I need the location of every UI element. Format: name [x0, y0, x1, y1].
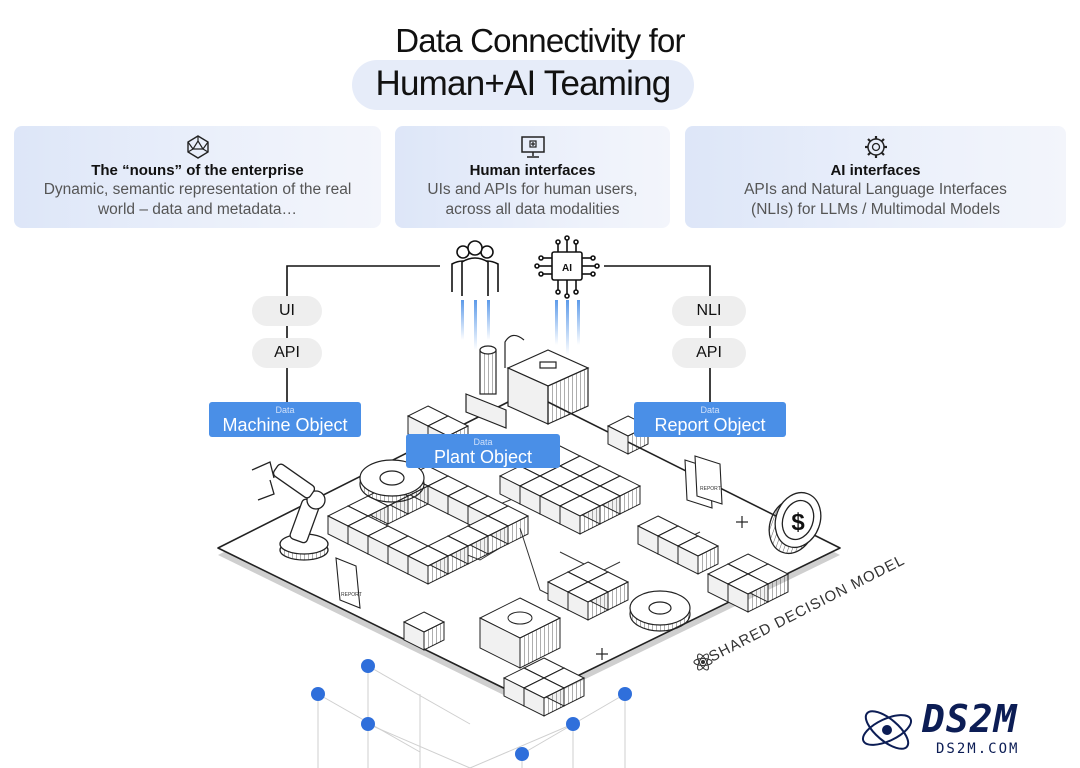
- ai-chip-icon: [534, 235, 600, 299]
- card-desc-line-1: Dynamic, semantic representation of the …: [43, 181, 352, 198]
- ai-brain-gear-icon: [864, 136, 887, 158]
- card-human-interfaces: Human interfaces UIs and APIs for human …: [395, 126, 670, 228]
- card-desc-line-1: UIs and APIs for human users,: [427, 181, 638, 198]
- api-pill-left: API: [252, 338, 322, 368]
- gear-icon: [359, 459, 425, 503]
- card-ai-interfaces: AI interfaces APIs and Natural Language …: [685, 126, 1066, 228]
- people-group-icon: [451, 240, 499, 296]
- card-desc-line-1: APIs and Natural Language Interfaces: [744, 181, 1007, 198]
- object-name: Report Object: [654, 415, 766, 435]
- card-desc-line-2: world – data and metadata…: [97, 201, 298, 218]
- card-title: AI interfaces: [830, 162, 921, 179]
- plus-marks: [596, 516, 748, 660]
- object-type-label: Data: [473, 437, 493, 447]
- signal-beams: [461, 300, 580, 355]
- monitor-icon: [520, 136, 545, 158]
- plant-object-label: Data Plant Object: [406, 434, 560, 468]
- object-type-label: Data: [275, 405, 295, 415]
- card-title: Human interfaces: [469, 162, 596, 179]
- grid-nodes: [311, 659, 632, 761]
- brand-url: DS2M.COM: [936, 741, 1020, 757]
- card-title: The “nouns” of the enterprise: [91, 162, 304, 179]
- card-nouns: The “nouns” of the enterprise Dynamic, s…: [14, 126, 381, 228]
- cylinder-block: [478, 597, 562, 669]
- gear-icon: [629, 590, 691, 632]
- title-highlight: [352, 60, 694, 110]
- ai-chip-label: AI: [562, 263, 572, 274]
- object-name: Plant Object: [433, 447, 533, 467]
- report-label: REPORT: [700, 486, 721, 492]
- title-line-2: Human+AI Teaming: [375, 64, 672, 103]
- brand-name: DS2M: [922, 697, 1018, 741]
- brand-logo-icon: [861, 710, 913, 750]
- currency-symbol: $: [791, 509, 805, 536]
- object-name: Machine Object: [222, 415, 348, 435]
- api-pill-right: API: [672, 338, 746, 368]
- report-document-icon: [335, 455, 723, 609]
- card-desc-line-2: (NLIs) for LLMs / Multimodal Models: [751, 201, 1000, 218]
- title-line-1: Data Connectivity for: [395, 22, 685, 59]
- report-object-label: Data Report Object: [634, 402, 786, 437]
- ui-pill: UI: [252, 296, 322, 326]
- nli-pill: NLI: [672, 296, 746, 326]
- polyhedron-icon: [186, 135, 209, 159]
- machine-object-label: Data Machine Object: [209, 402, 361, 437]
- atom-icon: [693, 653, 713, 671]
- report-label: REPORT: [341, 592, 362, 598]
- factory-icon: [465, 334, 590, 429]
- dollar-coin-icon: [768, 491, 822, 555]
- object-type-label: Data: [700, 405, 720, 415]
- robot-arm-icon: [251, 461, 329, 561]
- card-desc-line-2: across all data modalities: [445, 201, 620, 218]
